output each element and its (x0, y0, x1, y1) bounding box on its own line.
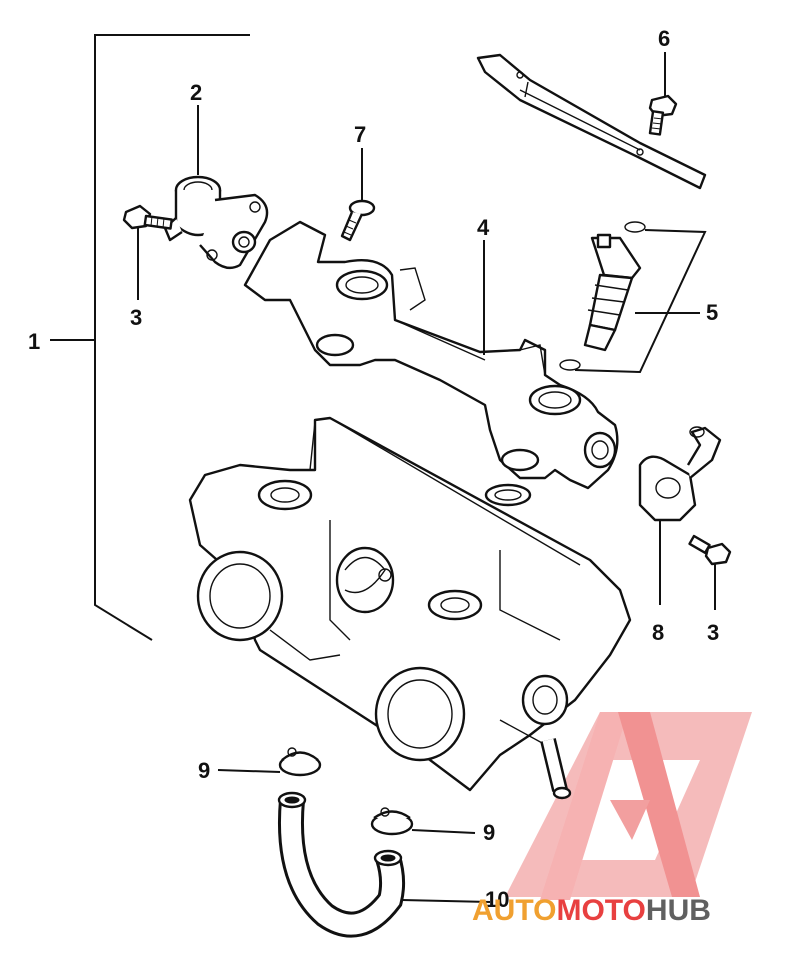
nipple-pipe (540, 738, 572, 800)
mounting-plate (476, 53, 707, 190)
pressure-regulator (163, 105, 269, 270)
callout-5: 5 (706, 300, 718, 325)
callout-9-lower: 9 (483, 820, 495, 845)
callout-7: 7 (354, 122, 366, 147)
watermark-logo (505, 712, 752, 900)
screw-7 (340, 148, 376, 242)
callout-10: 10 (485, 887, 509, 912)
callout-9-upper: 9 (198, 758, 210, 783)
callout-1: 1 (28, 329, 40, 354)
sensor (638, 426, 722, 605)
bolt-3-left (122, 204, 173, 300)
watermark-moto: MOTO (556, 894, 645, 927)
throttle-body (188, 416, 632, 792)
callout-3-right: 3 (707, 620, 719, 645)
watermark-hub: HUB (646, 894, 711, 927)
callout-6: 6 (658, 26, 670, 51)
bolt-6 (648, 52, 678, 136)
fuel-injector (559, 221, 707, 374)
clamp-lower (370, 807, 476, 836)
watermark-auto: AUTO (472, 894, 556, 927)
bolt-3-right (688, 534, 732, 610)
fuel-rail (243, 220, 619, 490)
clamp-upper (217, 747, 322, 777)
o-ring-seal (484, 483, 532, 507)
callout-8: 8 (652, 620, 664, 645)
watermark-text: AUTOMOTOHUB (472, 894, 711, 927)
callout-2: 2 (190, 80, 202, 105)
assembly-bracket (50, 34, 250, 641)
vacuum-hose (277, 791, 491, 938)
callout-3-left: 3 (130, 305, 142, 330)
callout-4: 4 (477, 215, 490, 240)
